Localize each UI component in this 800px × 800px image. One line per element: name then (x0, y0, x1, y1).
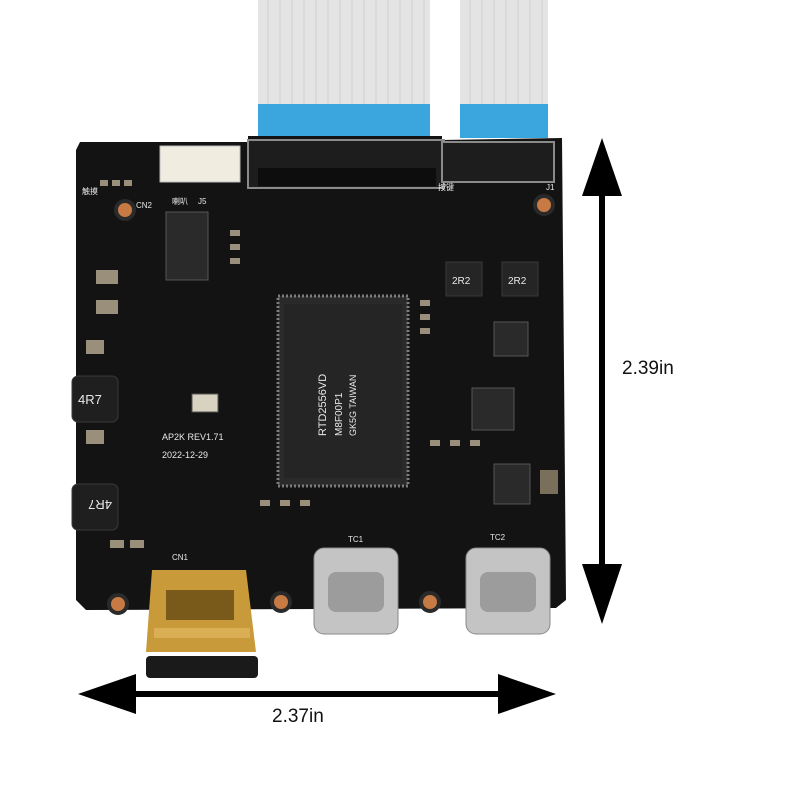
ref-j5: J5 (198, 197, 207, 206)
mounting-holes (107, 194, 555, 615)
width-dimension-arrow (78, 674, 556, 714)
silk-date: 2022-12-29 (162, 450, 208, 460)
usb-c-connectors (313, 547, 551, 635)
silk-key: 按键 (438, 182, 454, 192)
small-ics (165, 211, 531, 505)
chip-marking-3: GK5G TAIWAN (348, 375, 358, 436)
ribbon-cable-left (258, 0, 430, 146)
ref-tc1: TC1 (348, 535, 364, 544)
ribbon-cable-right (460, 0, 548, 138)
width-label: 2.37in (272, 706, 324, 727)
inductor-label-1: 4R7 (78, 392, 102, 407)
chip-marking-2: M8F00P1 (334, 392, 345, 436)
hdmi-connector (146, 570, 258, 678)
silk-speaker: 喇叭 (172, 196, 188, 206)
small-inductor-label-1: 2R2 (452, 276, 471, 287)
small-inductor-label-2: 2R2 (508, 276, 527, 287)
speaker-connector (159, 145, 241, 183)
silk-model: AP2K REV1.71 (162, 432, 224, 442)
height-label: 2.39in (622, 358, 674, 379)
ref-tc2: TC2 (490, 533, 506, 542)
chip-marking-1: RTD2556VD (317, 374, 329, 436)
inductor-label-2: 4R7 (88, 497, 112, 512)
ref-j1: J1 (546, 183, 555, 192)
ref-cn1: CN1 (172, 553, 189, 562)
inductors (71, 261, 539, 531)
main-chip (276, 294, 410, 488)
passive-components (86, 180, 558, 548)
silk-touch: 触摸 (82, 186, 98, 196)
height-dimension-arrow (582, 138, 622, 624)
ref-cn2: CN2 (136, 201, 153, 210)
